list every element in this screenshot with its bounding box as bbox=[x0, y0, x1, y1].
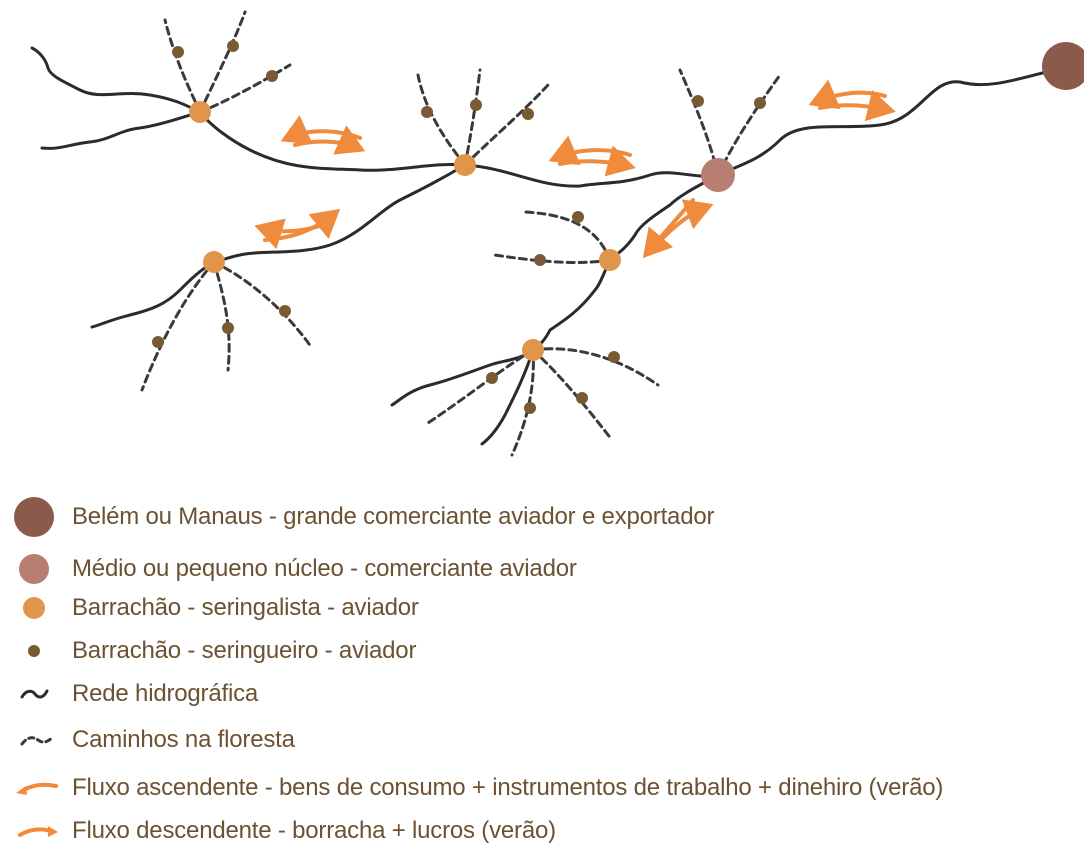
legend-item-medium: Médio ou pequeno núcleo - comerciante av… bbox=[0, 549, 1084, 589]
medium-node bbox=[701, 158, 735, 192]
aviamento-network-diagram bbox=[30, 10, 1084, 457]
seringueiro-node bbox=[522, 108, 534, 120]
legend-label-forest-path: Caminhos na floresta bbox=[72, 726, 295, 753]
capital-node bbox=[1042, 42, 1084, 90]
seringueiro-node bbox=[172, 46, 184, 58]
seringalista-node bbox=[454, 154, 476, 176]
legend-label-medium: Médio ou pequeno núcleo - comerciante av… bbox=[72, 555, 577, 582]
legend-label-seringalista: Barrachão - seringalista - aviador bbox=[72, 594, 419, 621]
seringalista-dot-icon bbox=[23, 597, 45, 619]
seringueiro-node bbox=[534, 254, 546, 266]
forest-paths bbox=[140, 10, 782, 457]
legend-item-descending-flow: Fluxo descendente - borracha + lucros (v… bbox=[0, 811, 1084, 851]
seringueiro-node bbox=[754, 97, 766, 109]
river-southwest bbox=[90, 163, 467, 329]
ascending-arrow-icon bbox=[16, 782, 58, 795]
legend-item-capital: Belém ou Manaus - grande comerciante avi… bbox=[0, 497, 1084, 537]
seringueiro-node bbox=[222, 322, 234, 334]
legend-item-forest-path: Caminhos na floresta bbox=[0, 720, 1084, 760]
legend-item-river: Rede hidrográfica bbox=[0, 674, 1084, 714]
seringalista-node bbox=[203, 251, 225, 273]
legend-item-seringueiro: Barrachão - seringueiro - aviador bbox=[0, 631, 1084, 671]
seringueiro-node bbox=[470, 99, 482, 111]
legend-label-seringueiro: Barrachão - seringueiro - aviador bbox=[72, 637, 417, 664]
seringalista-node bbox=[599, 249, 621, 271]
flow-arrow-pair bbox=[642, 198, 714, 259]
river-south-lower bbox=[480, 348, 535, 446]
seringueiro-node bbox=[421, 106, 433, 118]
river-main bbox=[30, 46, 1064, 188]
legend-label-river: Rede hidrográfica bbox=[72, 680, 259, 707]
dashed-line-icon bbox=[20, 736, 54, 746]
seringueiro-node bbox=[279, 305, 291, 317]
legend-label-ascending-flow: Fluxo ascendente - bens de consumo + ins… bbox=[72, 774, 944, 801]
seringueiro-node bbox=[608, 351, 620, 363]
seringueiro-nodes bbox=[152, 40, 766, 414]
seringueiro-node bbox=[152, 336, 164, 348]
seringueiro-dot-icon bbox=[28, 645, 40, 657]
flow-arrow-pair bbox=[808, 79, 896, 122]
seringueiro-node bbox=[692, 95, 704, 107]
seringueiro-node bbox=[524, 402, 536, 414]
flow-arrows bbox=[254, 79, 896, 259]
river-south bbox=[390, 173, 720, 407]
flow-arrow-pair bbox=[548, 135, 636, 177]
seringueiro-node bbox=[572, 211, 584, 223]
river-line-icon bbox=[20, 689, 49, 699]
legend-item-seringalista: Barrachão - seringalista - aviador bbox=[0, 588, 1084, 628]
capital-dot-icon bbox=[14, 497, 54, 537]
seringueiro-node bbox=[227, 40, 239, 52]
seringalista-node bbox=[189, 101, 211, 123]
legend-label-capital: Belém ou Manaus - grande comerciante avi… bbox=[72, 503, 715, 530]
seringalista-node bbox=[522, 339, 544, 361]
seringueiro-node bbox=[266, 70, 278, 82]
descending-arrow-icon bbox=[18, 826, 58, 837]
river-left-branch bbox=[40, 110, 202, 150]
legend-label-descending-flow: Fluxo descendente - borracha + lucros (v… bbox=[72, 817, 556, 844]
flow-arrow-pair bbox=[280, 115, 366, 155]
medium-dot-icon bbox=[19, 554, 49, 584]
seringueiro-node bbox=[486, 372, 498, 384]
river-network bbox=[30, 46, 1064, 446]
seringalista-nodes bbox=[189, 101, 621, 361]
seringueiro-node bbox=[576, 392, 588, 404]
legend-item-ascending-flow: Fluxo ascendente - bens de consumo + ins… bbox=[0, 768, 1084, 808]
flow-arrow-pair bbox=[254, 208, 341, 250]
